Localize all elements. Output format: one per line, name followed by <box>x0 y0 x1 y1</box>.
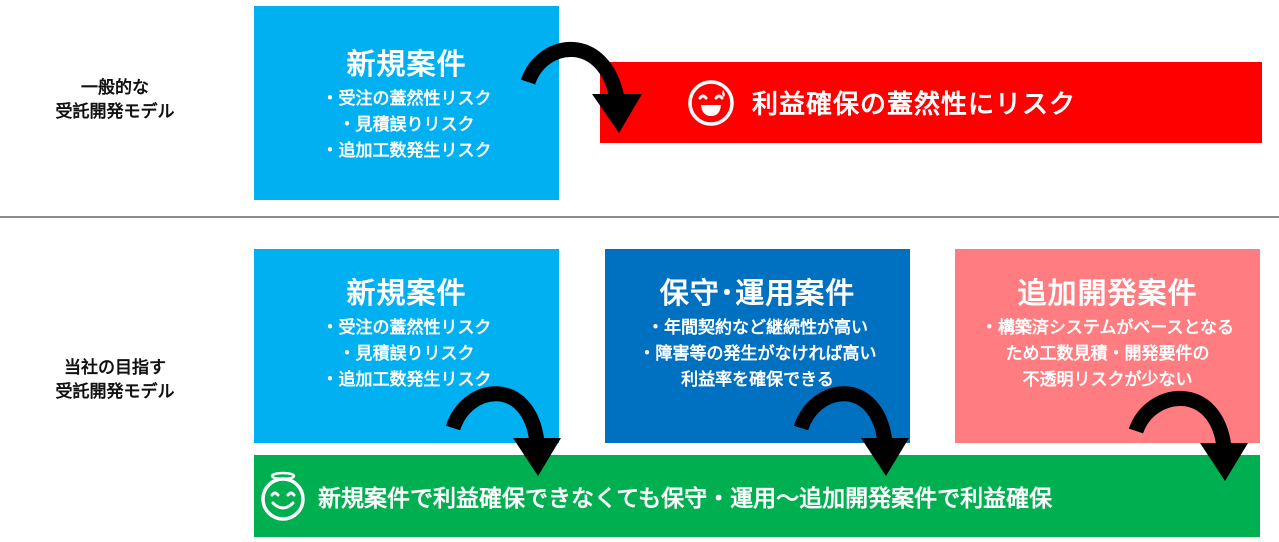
box-bullets: ・年間契約など継続性が高い ・障害等の発生がなければ高い 利益率を確保できる <box>605 315 910 393</box>
box-title: 保守･運用案件 <box>659 276 856 310</box>
row-divider <box>0 216 1279 218</box>
curved-arrow-icon <box>520 42 642 133</box>
row-label-line: 受託開発モデル <box>55 382 175 402</box>
row-label-general: 一般的な 受託開発モデル <box>40 76 190 124</box>
maintenance-project-box: 保守･運用案件 ・年間契約など継続性が高い ・障害等の発生がなければ高い 利益率… <box>605 249 910 443</box>
bullet-item: ・見積誤りリスク <box>338 115 475 135</box>
box-title: 新規案件 <box>346 47 467 81</box>
bullet-item: ・年間契約など継続性が高い <box>647 318 868 338</box>
box-bullets: ・構築済システムがベースとなる ため工数見積・開発要件の 不透明リスクが少ない <box>955 315 1260 393</box>
bullet-item: ・受注の蓋然性リスク <box>321 89 492 109</box>
new-project-box-general: 新規案件 ・受注の蓋然性リスク ・見積誤りリスク ・追加工数発生リスク <box>254 6 559 200</box>
box-bullets: ・受注の蓋然性リスク ・見積誤りリスク ・追加工数発生リスク <box>254 315 559 393</box>
bullet-item: ・受注の蓋然性リスク <box>321 318 492 338</box>
curved-arrow-icon <box>445 386 561 476</box>
worried-face-icon <box>688 79 734 126</box>
curved-arrow-icon <box>1128 391 1248 481</box>
risk-banner: 利益確保の蓋然性にリスク <box>600 62 1262 143</box>
new-project-box-target: 新規案件 ・受注の蓋然性リスク ・見積誤りリスク ・追加工数発生リスク <box>254 249 559 443</box>
bullet-item: ・構築済システムがベースとなる <box>980 318 1235 338</box>
bullet-item: 不透明リスクが少ない <box>1022 370 1193 390</box>
risk-banner-text: 利益確保の蓋然性にリスク <box>752 90 1077 120</box>
bullet-item: ・追加工数発生リスク <box>321 141 492 161</box>
row-label-target: 当社の目指す 受託開発モデル <box>40 356 190 404</box>
row-label-line: 一般的な <box>81 78 149 98</box>
bullet-item: ・追加工数発生リスク <box>321 370 492 390</box>
bullet-item: 利益率を確保できる <box>681 370 834 390</box>
box-bullets: ・受注の蓋然性リスク ・見積誤りリスク ・追加工数発生リスク <box>254 86 559 164</box>
bullet-item: ため工数見積・開発要件の <box>1005 344 1210 364</box>
box-title: 追加開発案件 <box>1017 276 1198 310</box>
row-label-line: 当社の目指す <box>64 358 166 378</box>
bullet-item: ・障害等の発生がなければ高い <box>638 344 877 364</box>
row-label-line: 受託開発モデル <box>55 102 175 122</box>
profit-banner: 新規案件で利益確保できなくても保守・運用～追加開発案件で利益確保 <box>254 455 1260 537</box>
curved-arrow-icon <box>793 386 909 476</box>
bullet-item: ・見積誤りリスク <box>338 344 475 364</box>
box-title: 新規案件 <box>346 276 467 310</box>
profit-banner-text: 新規案件で利益確保できなくても保守・運用～追加開発案件で利益確保 <box>318 486 1053 512</box>
smiling-face-icon <box>261 471 305 521</box>
